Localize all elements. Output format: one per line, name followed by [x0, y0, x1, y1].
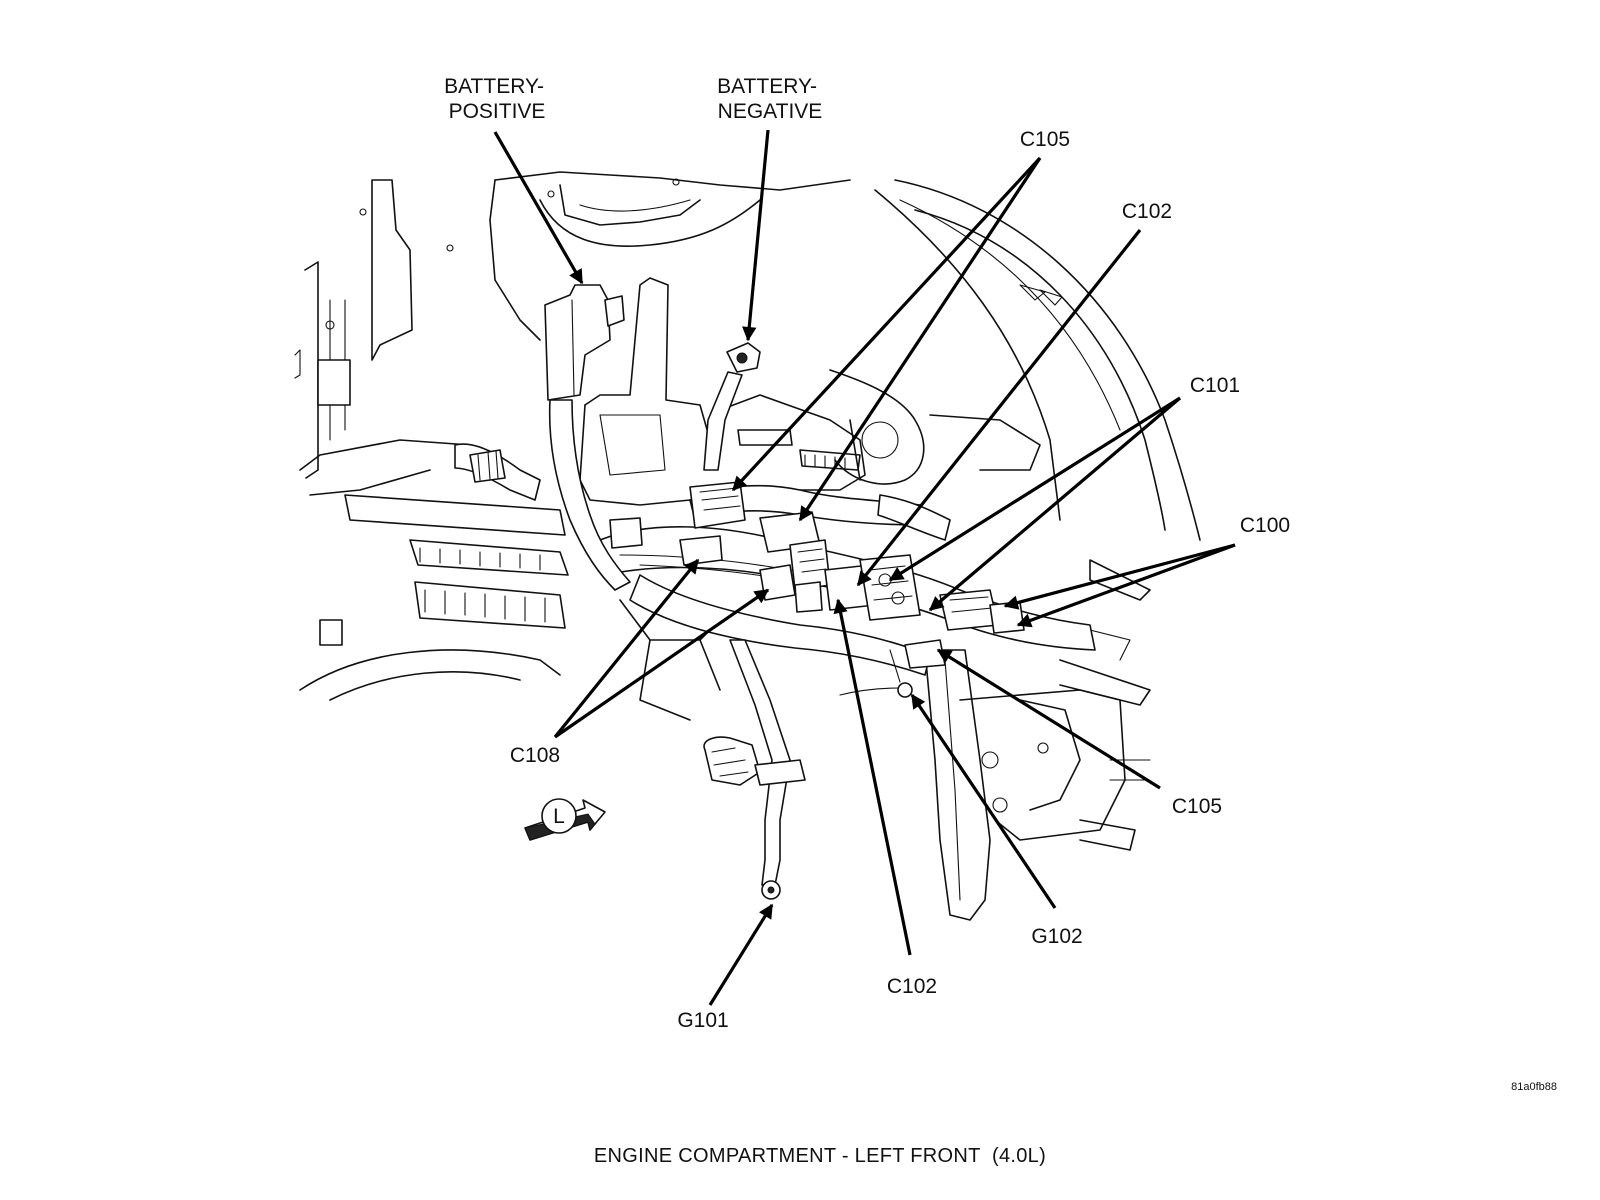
leader-battery-negative	[742, 129, 770, 342]
leader-c105-top-a	[731, 156, 1042, 492]
leader-g101	[708, 903, 774, 1006]
leader-c100-b	[1016, 543, 1236, 628]
label-battery-positive: BATTERY- POSITIVE	[444, 75, 550, 123]
label-c108: C108	[510, 744, 560, 767]
leader-battery-positive	[493, 131, 584, 285]
label-g102: G102	[1031, 925, 1082, 948]
leader-c108-b	[554, 588, 770, 739]
engine-compartment-drawing	[294, 171, 1201, 921]
leader-c100-a	[1003, 543, 1236, 610]
orientation-marker-letter: L	[553, 805, 565, 828]
drawing-code: 81a0fb88	[1511, 1081, 1557, 1093]
label-c101: C101	[1190, 374, 1240, 397]
diagram-caption: ENGINE COMPARTMENT - LEFT FRONT (4.0L)	[594, 1145, 1046, 1167]
leader-arrows	[493, 129, 1236, 1006]
label-c102-bottom: C102	[887, 975, 937, 998]
callout-labels: BATTERY- POSITIVE BATTERY- NEGATIVE C105…	[444, 75, 1290, 1032]
leader-g102	[910, 693, 1057, 909]
leader-c101-a	[888, 396, 1181, 582]
label-c105-top: C105	[1020, 128, 1070, 151]
leader-c101-b	[928, 396, 1182, 612]
leader-c105-top-b	[798, 157, 1042, 522]
label-c102-top: C102	[1122, 200, 1172, 223]
leader-c105-bottom	[936, 648, 1161, 790]
label-battery-negative: BATTERY- NEGATIVE	[717, 75, 823, 123]
label-c105-bottom: C105	[1172, 795, 1222, 818]
label-g101: G101	[677, 1009, 728, 1032]
leader-c102-top	[856, 229, 1142, 587]
leader-c102-bottom	[833, 598, 912, 956]
leader-c108-a	[553, 558, 700, 739]
label-c100: C100	[1240, 514, 1290, 537]
